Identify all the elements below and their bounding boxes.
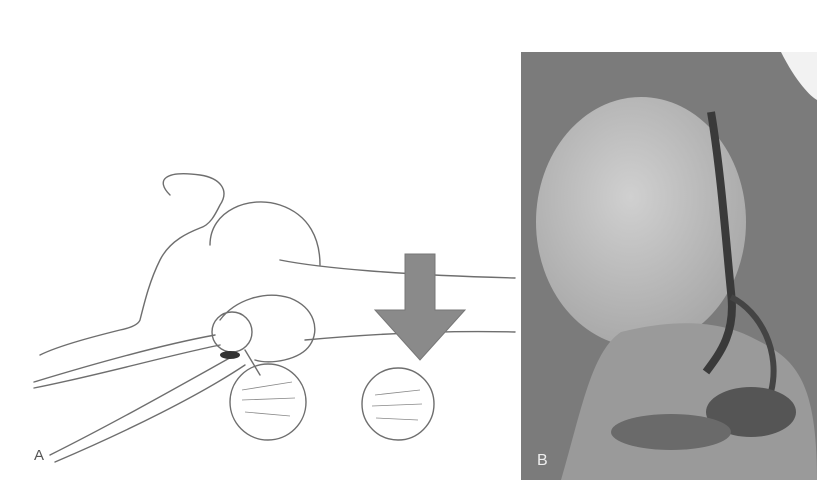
mri-image [521, 52, 817, 480]
panel-b-label: B [537, 452, 548, 470]
panel-a-label: A [34, 447, 44, 464]
anatomical-illustration [20, 150, 520, 480]
